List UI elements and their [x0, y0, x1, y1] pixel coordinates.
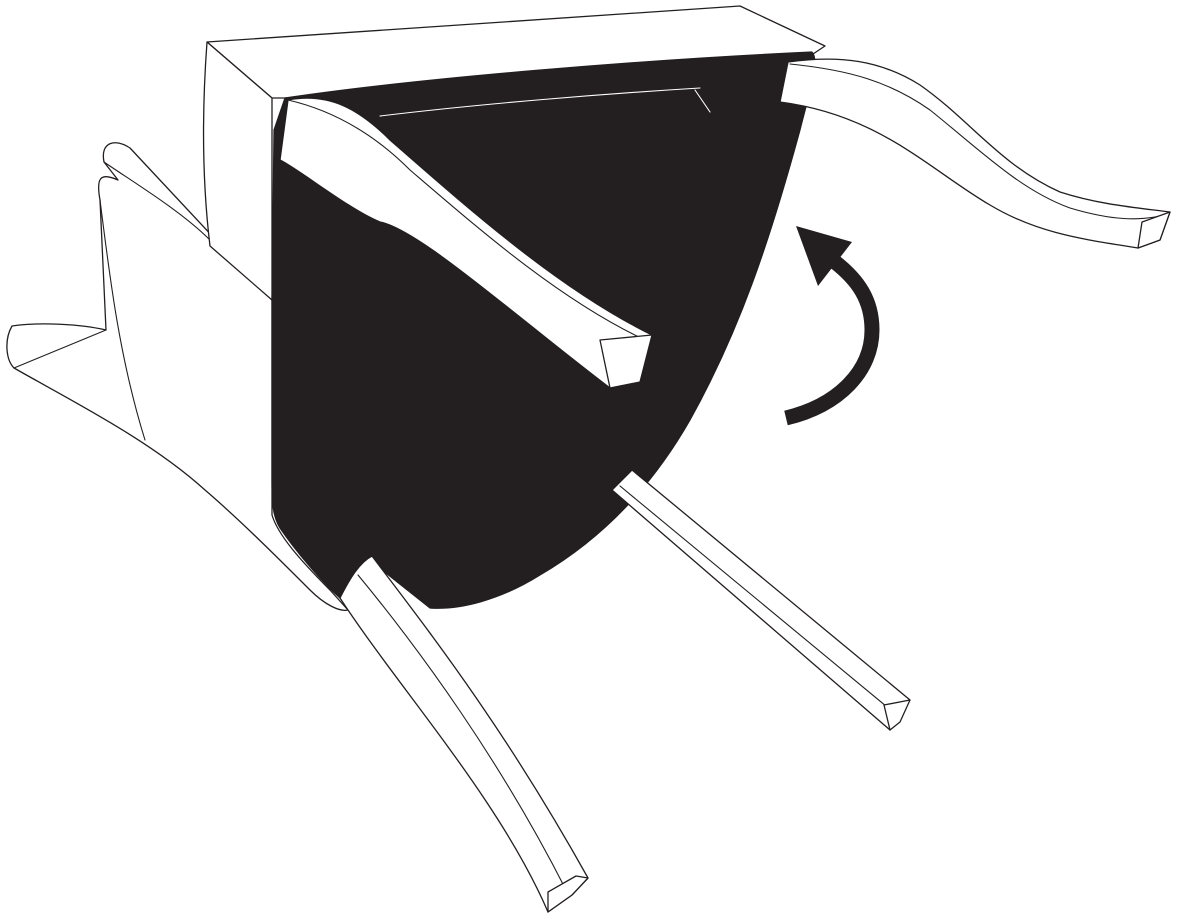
front-leg-right	[612, 470, 910, 730]
front-leg-right-edge	[620, 486, 898, 716]
back-leg-right-top	[780, 59, 1170, 248]
back-leg-right	[780, 59, 1170, 248]
front-leg-left-body	[340, 556, 588, 912]
front-leg-left	[340, 556, 588, 912]
front-leg-right-body	[612, 470, 910, 730]
rotate-arrow-icon	[786, 226, 872, 418]
rotate-arrow-shaft	[786, 262, 872, 418]
